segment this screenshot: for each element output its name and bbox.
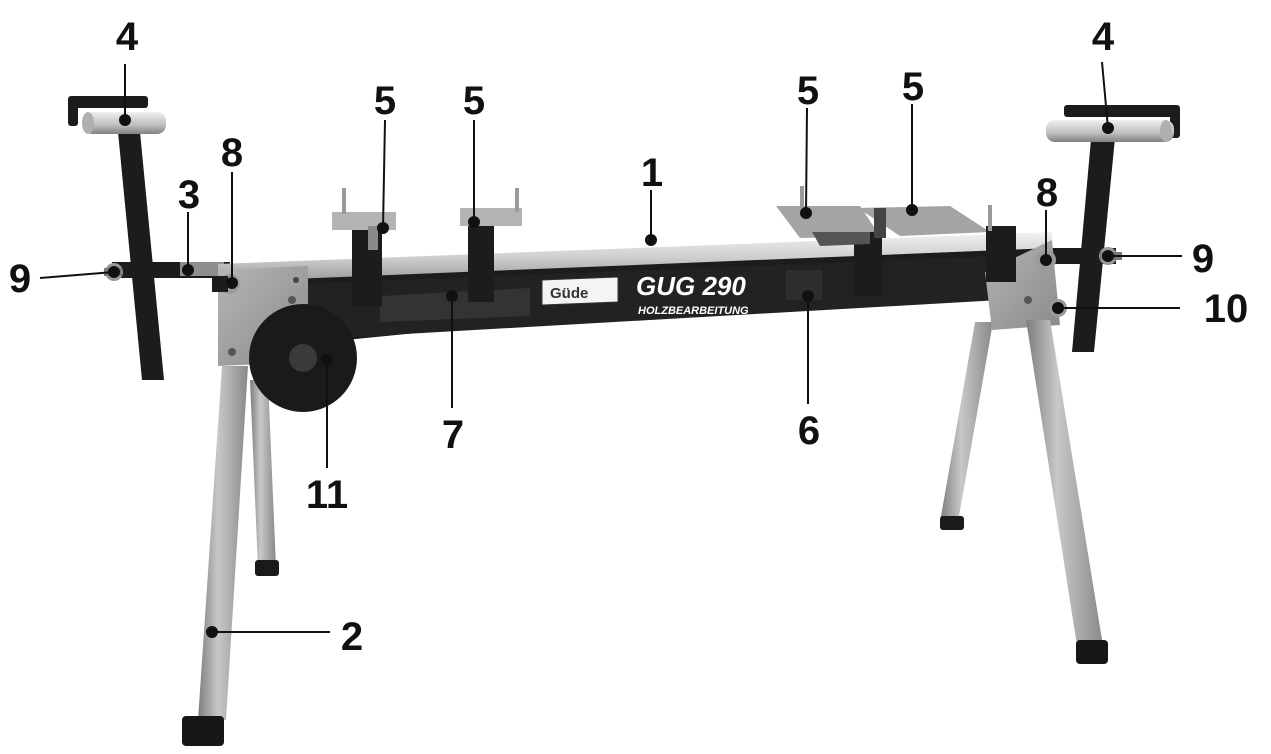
left-extension-arm (112, 132, 230, 380)
right-extension-arm (1040, 128, 1116, 352)
callout-5-d: 5 (902, 65, 924, 109)
callout-labels: 4 4 5 5 5 5 1 8 8 3 9 9 10 7 6 11 2 (9, 15, 1248, 659)
right-roller-support (1046, 105, 1180, 142)
callout-5-b: 5 (463, 79, 485, 123)
callout-6: 6 (798, 409, 820, 453)
callout-4-left: 4 (116, 15, 139, 59)
callout-9-right: 9 (1192, 237, 1214, 281)
callout-10: 10 (1204, 287, 1249, 331)
model-name: GUG 290 (636, 271, 746, 301)
callout-8-right: 8 (1036, 171, 1058, 215)
left-roller-support (68, 96, 166, 134)
brand-logo: Güde (550, 285, 588, 302)
brand-badge: Güde GUG 290 HOLZBEARBEITUNG (541, 271, 749, 317)
callout-9-left: 9 (9, 257, 31, 301)
front-left-leg (182, 366, 248, 746)
callout-7: 7 (442, 413, 464, 457)
callout-1: 1 (641, 151, 663, 195)
model-subtitle: HOLZBEARBEITUNG (638, 305, 749, 317)
callout-3: 3 (178, 173, 200, 217)
callout-5-c: 5 (797, 69, 819, 113)
callout-11: 11 (306, 473, 348, 517)
mounting-bracket-d (858, 205, 1016, 282)
callout-4-right: 4 (1092, 15, 1115, 59)
transport-wheel (249, 304, 357, 412)
callout-8-left: 8 (221, 131, 243, 175)
callout-5-a: 5 (374, 79, 396, 123)
back-right-leg (940, 322, 993, 530)
front-right-leg (1026, 320, 1108, 664)
back-left-leg (250, 380, 279, 576)
callout-2: 2 (341, 615, 363, 659)
callout-leaders (39, 61, 1182, 638)
